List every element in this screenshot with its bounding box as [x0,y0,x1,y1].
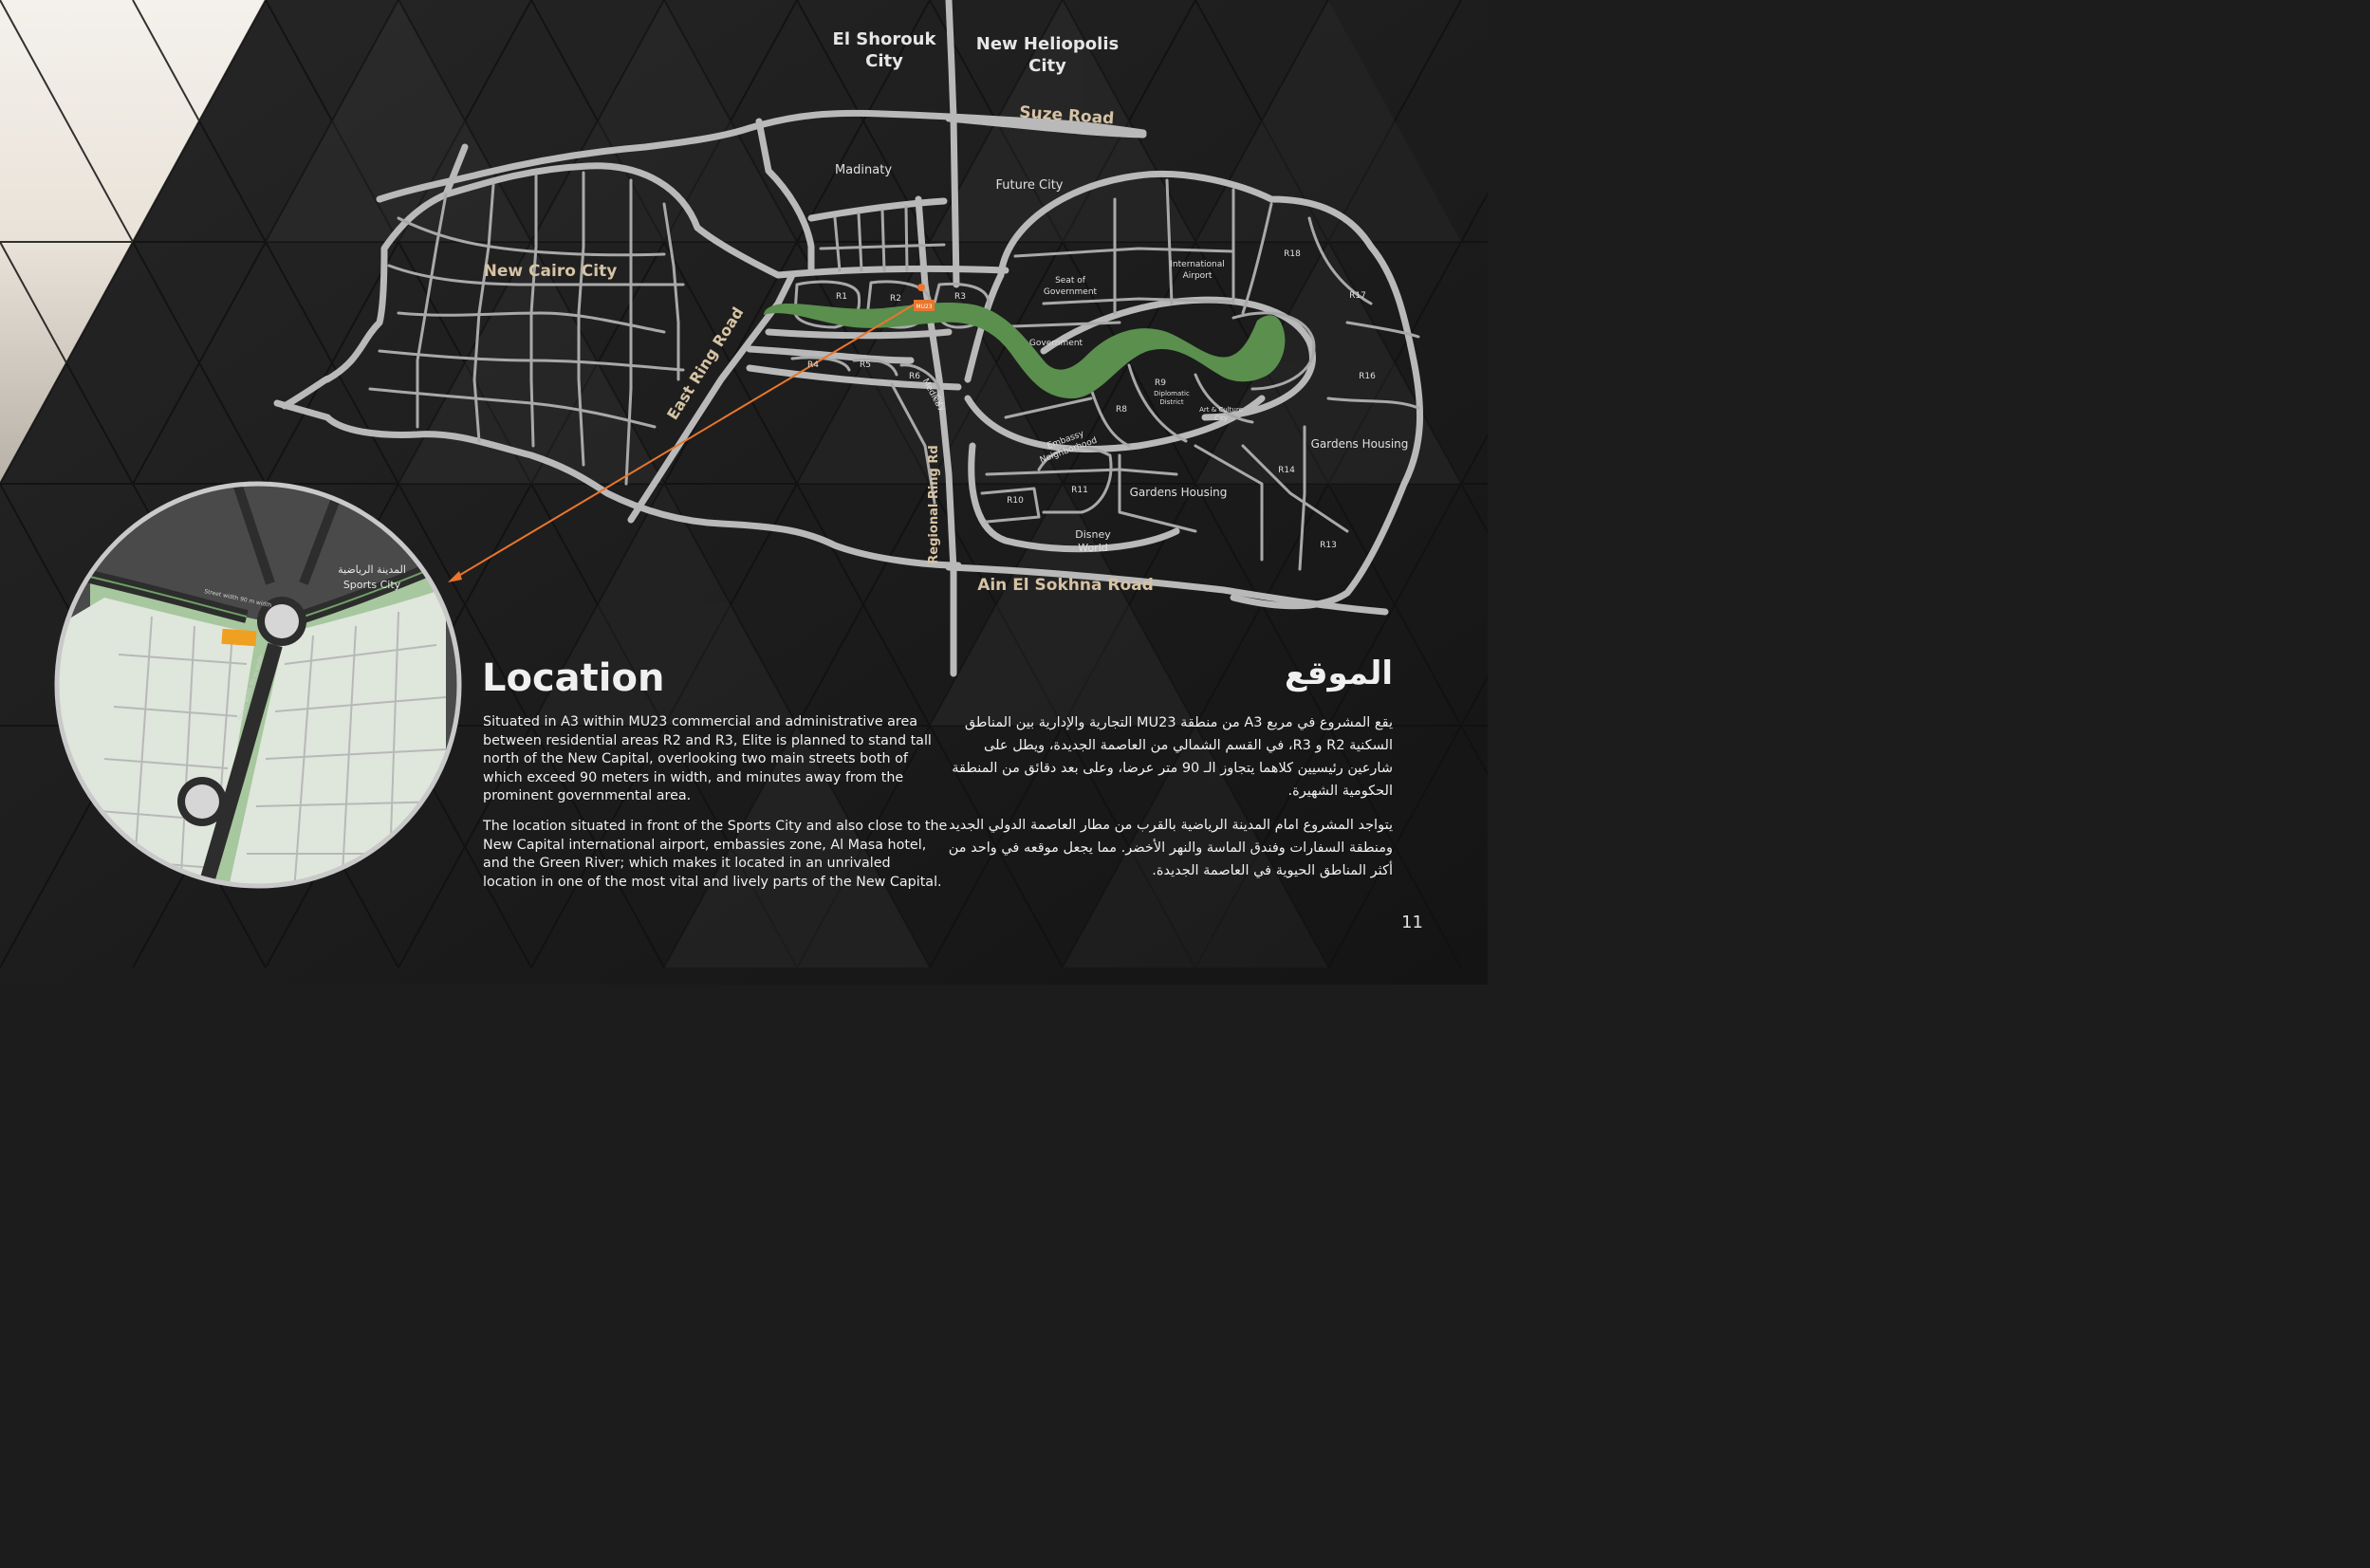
art-culture-city-label-2: City [1214,415,1228,422]
map-canvas: MU23 El Shorouk City New Heliopolis City… [0,0,1488,985]
arrowhead-icon [448,571,462,582]
r14-label: R14 [1278,466,1295,475]
new-heliopolis-label-2: City [1028,56,1066,76]
gardens-housing-label-east: Gardens Housing [1311,437,1409,451]
r3-label: R3 [954,292,966,302]
seat-of-government-label-1: Seat of [1055,276,1086,286]
r4-label: R4 [807,360,819,370]
r16-label: R16 [1359,372,1376,381]
page-number: 11 [1401,913,1423,932]
diplomatic-district-label-2: District [1159,398,1183,406]
arabic-title: الموقع [1284,655,1393,692]
r10-label: R10 [1007,496,1024,506]
r2-label: R2 [890,294,901,304]
connector-arrow [450,303,917,581]
art-culture-city-label-1: Art & Culture [1199,406,1243,414]
r17-label: R17 [1349,291,1366,301]
r1-label: R1 [836,292,847,302]
r13-label: R13 [1320,541,1337,550]
project-parcel [221,628,257,647]
location-paragraph-1: Situated in A3 within MU23 commercial an… [483,714,932,803]
madinaty-label: Madinaty [835,163,892,177]
r11-label: R11 [1071,486,1088,495]
el-shorouk-label-1: El Shorouk [833,29,937,49]
r6-label: R6 [909,372,920,381]
diplomatic-district-label-1: Diplomatic [1154,390,1190,397]
r18-label: R18 [1284,249,1301,259]
sports-city-label-en: Sports City [343,579,401,591]
international-airport-label-2: Airport [1183,271,1213,281]
future-city-label: Future City [995,178,1063,193]
mu23-box [914,300,935,311]
regional-ring-road-label: Regional Ring Rd [927,445,941,563]
el-shorouk-label-2: City [865,51,903,71]
government-label: Government [1029,339,1083,348]
arabic-paragraph-2: يتواجد المشروع امام المدينة الرياضية بال… [948,818,1393,878]
location-title: Location [482,656,665,700]
project-location-dot [917,284,925,291]
international-airport-label-1: International [1170,260,1224,269]
r9-label: R9 [1155,378,1166,388]
mu23-label: MU23 [916,304,932,310]
brochure-page: MU23 El Shorouk City New Heliopolis City… [0,0,1488,985]
inset-zoom-map: Street width 90 m width Street width 90 … [54,481,462,889]
disney-world-label-1: Disney [1075,528,1111,541]
city-labels: El Shorouk City New Heliopolis City New … [484,29,1120,281]
new-cairo-label: New Cairo City [484,262,618,281]
seat-of-government-label-2: Government [1044,287,1098,297]
location-paragraph-2: The location situated in front of the Sp… [483,819,948,890]
r5-label: R5 [860,360,871,370]
green-river [764,302,1286,398]
arabic-paragraph-1: يقع المشروع في مربع A3 من منطقة MU23 الت… [952,715,1393,799]
ain-el-sokhna-road-label: Ain El Sokhna Road [977,576,1154,595]
new-heliopolis-label-1: New Heliopolis [976,34,1119,54]
disney-world-label-2: World [1078,542,1108,554]
sports-city-label-ar: المدينة الرياضية [338,563,406,576]
r8-label: R8 [1116,405,1127,415]
gardens-housing-label-south: Gardens Housing [1130,486,1228,499]
secondary-streets [368,171,1420,571]
